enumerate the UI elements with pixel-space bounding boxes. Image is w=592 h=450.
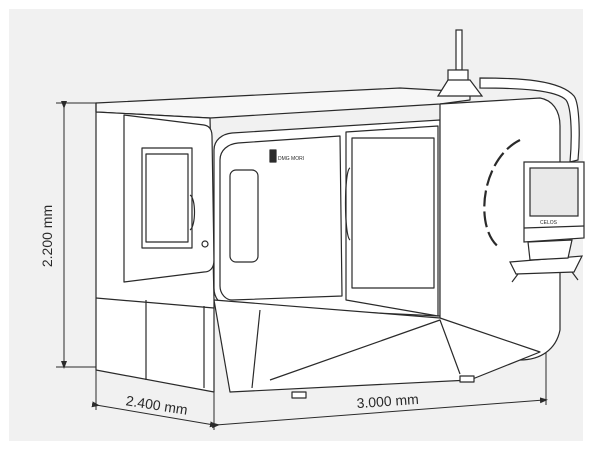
depth-dimension-label: 2.400 mm [125, 392, 189, 418]
signal-tower [436, 29, 580, 163]
control-panel-label: CELOS [540, 220, 558, 226]
machine-body: DMG MORI [95, 87, 561, 399]
height-dimension-label: 2.200 mm [39, 205, 55, 267]
height-dimension [56, 101, 96, 369]
width-dimension [211, 345, 548, 429]
machine-logo: DMG MORI [278, 156, 304, 162]
control-panel [509, 161, 585, 283]
width-dimension-label: 3.000 mm [356, 391, 419, 411]
